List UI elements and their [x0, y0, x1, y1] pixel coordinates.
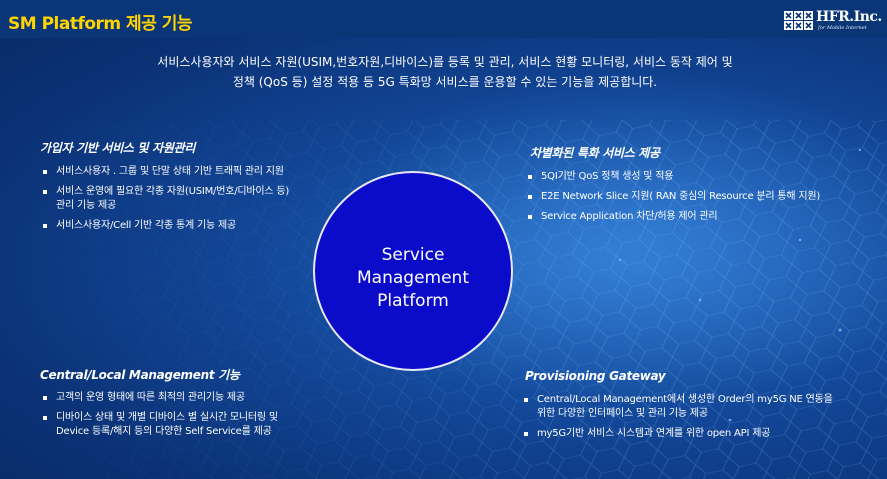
list-item-continuation-text: 위한 다양한 인터페이스 및 관리 기능 제공	[537, 408, 708, 419]
section-title-subscriber: 가입자 기반 서비스 및 자원관리	[40, 141, 196, 155]
list-item-continuation-text: Device 등록/해지 등의 다양한 Self Service를 제공	[56, 426, 272, 437]
page-title: SM Platform 제공 기능	[8, 14, 193, 34]
list-item: 서비스사용자 . 그룹 및 단말 상태 기반 트래픽 관리 지원	[40, 165, 289, 179]
list-item: 서비스사용자/Cell 기반 각종 통계 기능 제공	[40, 219, 289, 233]
circle-label-line-1: Service	[381, 245, 445, 265]
list-item-continuation: 관리 기능 제공	[40, 199, 289, 213]
list-item: E2E Network Slice 지원( RAN 중심의 Resource 분…	[525, 190, 820, 204]
intro-line-1: 서비스사용자와 서비스 자원(USIM,번호자원,디바이스)를 등록 및 관리,…	[157, 55, 733, 69]
section-title-differentiated: 차별화된 특화 서비스 제공	[530, 146, 660, 160]
provisioning-feature-list: Central/Local Management에서 생성한 Order의 my…	[521, 393, 833, 447]
title-bar	[0, 0, 887, 38]
section-title-provisioning: Provisioning Gateway	[525, 369, 666, 383]
list-item-continuation-text: 관리 기능 제공	[56, 200, 116, 211]
hfr-logo-mark-icon	[784, 11, 813, 30]
circle-label-line-2: Management	[357, 268, 469, 288]
company-logo: HFR.Inc. for Mobile Internet	[784, 9, 884, 33]
list-item: 고객의 운영 형태에 따른 최적의 관리기능 제공	[40, 391, 278, 405]
service-management-platform-circle	[313, 171, 513, 371]
list-item-continuation: Device 등록/해지 등의 다양한 Self Service를 제공	[40, 425, 278, 439]
list-item: my5G기반 서비스 시스템과 연계를 위한 open API 제공	[521, 427, 833, 441]
list-item: 5QI기반 QoS 정책 생성 및 적용	[525, 170, 820, 184]
intro-text: 서비스사용자와 서비스 자원(USIM,번호자원,디바이스)를 등록 및 관리,…	[60, 52, 830, 92]
list-item-continuation: 위한 다양한 인터페이스 및 관리 기능 제공	[521, 407, 833, 421]
list-item: 서비스 운영에 필요한 각종 자원(USIM/번호/디바이스 등)	[40, 185, 289, 199]
logo-tagline: for Mobile Internet	[818, 25, 867, 31]
circle-label: Service Management Platform	[313, 244, 513, 313]
intro-line-2: 정책 (QoS 등) 설정 적용 등 5G 특화망 서비스를 운용할 수 있는 …	[232, 75, 658, 89]
list-item: Central/Local Management에서 생성한 Order의 my…	[521, 393, 833, 407]
circle-label-line-3: Platform	[377, 291, 449, 311]
list-item: Service Application 차단/허용 제어 관리	[525, 210, 820, 224]
differentiated-feature-list: 5QI기반 QoS 정책 생성 및 적용 E2E Network Slice 지…	[525, 170, 820, 230]
central-feature-list: 고객의 운영 형태에 따른 최적의 관리기능 제공 디바이스 상태 및 개별 디…	[40, 391, 278, 445]
logo-name: HFR.Inc.	[816, 9, 882, 25]
section-title-central: Central/Local Management 기능	[40, 368, 240, 382]
subscriber-feature-list: 서비스사용자 . 그룹 및 단말 상태 기반 트래픽 관리 지원 서비스 운영에…	[40, 165, 289, 239]
list-item: 디바이스 상태 및 개별 디바이스 별 실시간 모니터링 및	[40, 411, 278, 425]
